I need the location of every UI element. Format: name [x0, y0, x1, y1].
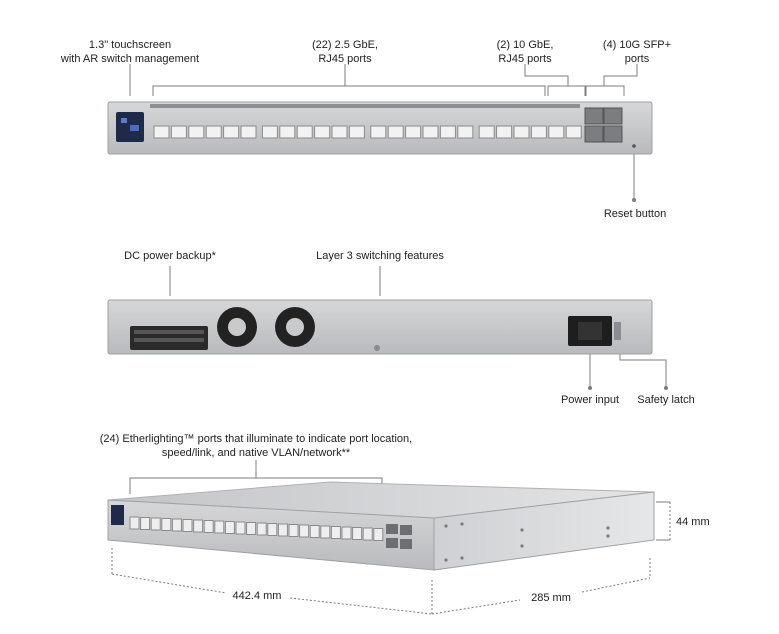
- etherlighting-port[interactable]: [277, 523, 288, 537]
- rj45-port[interactable]: [240, 125, 257, 139]
- rear-callouts: [169, 266, 668, 390]
- etherlighting-port[interactable]: [203, 520, 214, 533]
- rear-chassis: [107, 299, 653, 355]
- rj45-port[interactable]: [530, 125, 547, 139]
- ports-10gbe-label: (2) 10 GbE, RJ45 ports: [496, 39, 554, 65]
- sfp-ports-label: (4) 10G SFP+ ports: [602, 39, 672, 65]
- power-input-label: Power input: [560, 394, 620, 406]
- touchscreen-label: 1.3" touchscreen with AR switch manageme…: [60, 39, 200, 65]
- front-callouts: [129, 64, 638, 202]
- etherlighting-port[interactable]: [352, 527, 363, 540]
- height-dimension-label: 44 mm: [676, 516, 710, 528]
- etherlighting-port-row: [129, 516, 384, 541]
- etherlighting-port[interactable]: [214, 520, 225, 534]
- rj45-port[interactable]: [387, 125, 404, 139]
- etherlighting-port[interactable]: [129, 516, 140, 530]
- rj45-port[interactable]: [548, 125, 565, 139]
- rj45-port[interactable]: [331, 125, 348, 139]
- rj45-port[interactable]: [422, 125, 439, 139]
- rj45-port[interactable]: [513, 125, 530, 139]
- reset-button[interactable]: [632, 144, 636, 148]
- rj45-port[interactable]: [348, 125, 365, 139]
- etherlighting-port[interactable]: [373, 528, 384, 541]
- rj45-port[interactable]: [153, 125, 170, 139]
- etherlighting-port[interactable]: [140, 517, 151, 530]
- rj45-port[interactable]: [439, 125, 456, 139]
- etherlighting-port[interactable]: [224, 521, 235, 534]
- rj45-port-row: [153, 125, 582, 139]
- rj45-port[interactable]: [314, 125, 331, 139]
- ports-25gbe-label: (22) 2.5 GbE, RJ45 ports: [311, 39, 379, 65]
- etherlighting-port[interactable]: [330, 526, 341, 539]
- etherlighting-port[interactable]: [309, 525, 320, 538]
- front-chassis: [107, 101, 653, 155]
- etherlighting-port[interactable]: [246, 522, 257, 535]
- etherlighting-port[interactable]: [150, 517, 161, 531]
- rj45-port[interactable]: [188, 125, 205, 139]
- perspective-callouts: [111, 460, 671, 615]
- etherlighting-label: (24) Etherlighting™ ports that illuminat…: [99, 433, 413, 459]
- rj45-port[interactable]: [565, 125, 582, 139]
- safety-latch[interactable]: [614, 322, 621, 340]
- etherlighting-port[interactable]: [288, 524, 299, 537]
- etherlighting-port[interactable]: [256, 522, 267, 536]
- rj45-port[interactable]: [205, 125, 222, 139]
- etherlighting-port[interactable]: [362, 527, 373, 541]
- etherlighting-port[interactable]: [193, 519, 204, 533]
- rj45-port[interactable]: [496, 125, 513, 139]
- rj45-port[interactable]: [370, 125, 387, 139]
- rj45-port[interactable]: [261, 125, 278, 139]
- rj45-port[interactable]: [478, 125, 495, 139]
- etherlighting-port[interactable]: [341, 526, 352, 540]
- dc-backup-label: DC power backup*: [124, 250, 216, 262]
- rj45-port[interactable]: [457, 125, 474, 139]
- perspective-chassis: [107, 481, 655, 571]
- rj45-port[interactable]: [296, 125, 313, 139]
- rj45-port[interactable]: [170, 125, 187, 139]
- layer3-label: Layer 3 switching features: [316, 250, 444, 262]
- rj45-port[interactable]: [405, 125, 422, 139]
- rj45-port[interactable]: [223, 125, 240, 139]
- etherlighting-port[interactable]: [235, 521, 246, 535]
- etherlighting-port[interactable]: [320, 525, 331, 539]
- rj45-port[interactable]: [279, 125, 296, 139]
- etherlighting-port[interactable]: [182, 519, 193, 532]
- width-dimension-label: 442.4 mm: [232, 590, 282, 602]
- safety-latch-label: Safety latch: [637, 394, 695, 406]
- reset-button-label: Reset button: [603, 208, 667, 220]
- sfp-cages: [584, 107, 623, 143]
- etherlighting-port[interactable]: [267, 523, 278, 536]
- etherlighting-port[interactable]: [299, 524, 310, 538]
- etherlighting-port[interactable]: [171, 518, 182, 532]
- depth-dimension-label: 285 mm: [531, 592, 571, 604]
- etherlighting-port[interactable]: [161, 518, 172, 531]
